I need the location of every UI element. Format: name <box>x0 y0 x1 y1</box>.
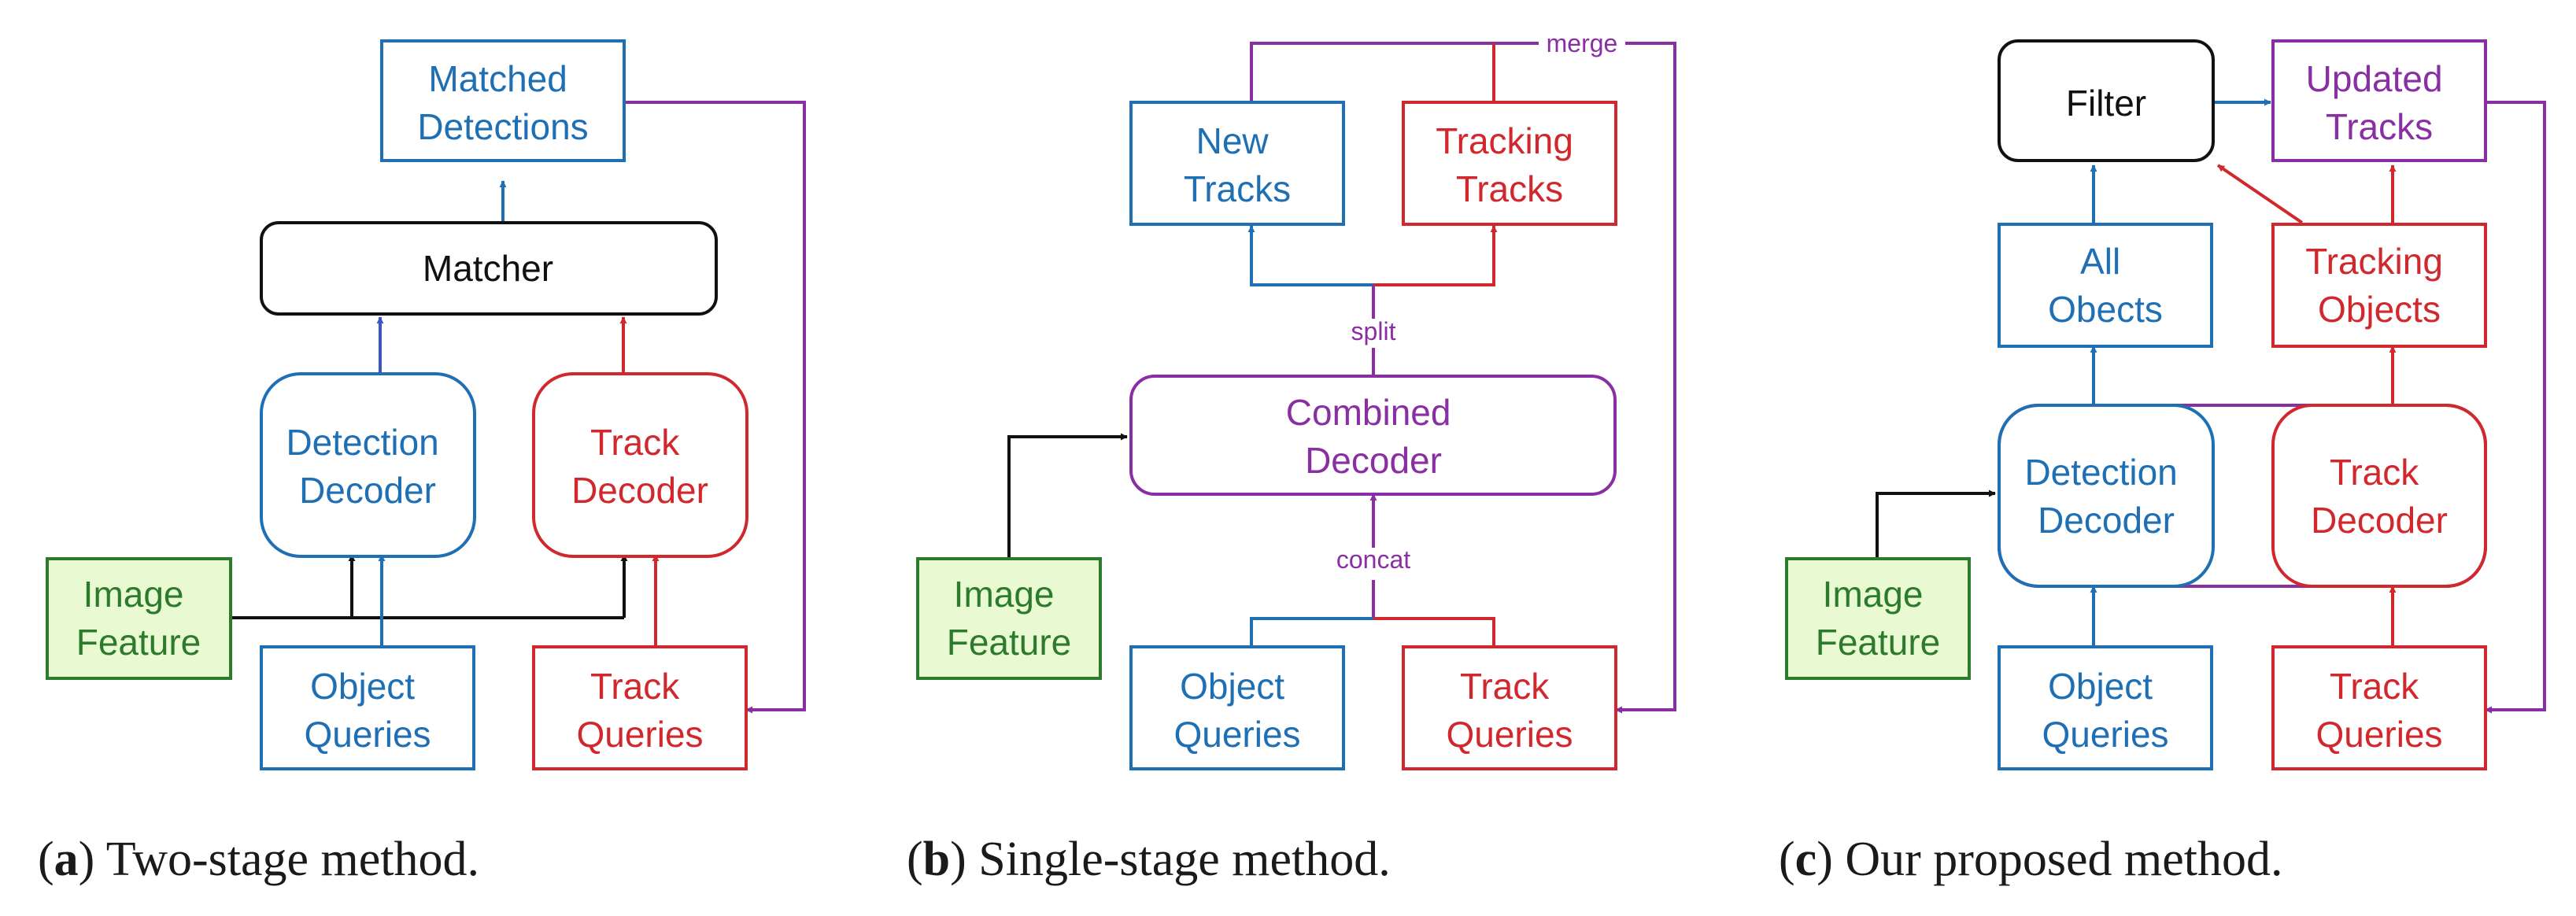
matched-detections-label: Matched Detections <box>417 58 588 147</box>
caption-a: (a) Two-stage method. <box>38 833 479 886</box>
matched-detections-box <box>380 39 626 162</box>
updated-tracks-label: Updated Tracks <box>2306 58 2453 147</box>
image-feature-label-b: Image Feature <box>947 574 1072 663</box>
matcher-box <box>260 221 718 316</box>
feedback-loop-c <box>2485 101 2546 714</box>
tracking-tracks-box <box>1402 101 1617 226</box>
all-objects-box <box>1998 223 2213 348</box>
split-label: split <box>1351 317 1396 345</box>
track-decoder-box-c <box>2271 404 2487 588</box>
merge-label-bg <box>1539 28 1625 58</box>
track-queries-box-c <box>2271 645 2487 770</box>
object-queries-label-b: Object Queries <box>1173 666 1300 755</box>
caption-b: (b) Single-stage method. <box>907 833 1391 886</box>
caption-c-text: Our proposed method. <box>1833 833 2283 886</box>
caption-a-letter: a <box>54 833 79 886</box>
tracking-objects-box <box>2271 223 2487 348</box>
all-objects-label: All Obects <box>2048 241 2163 330</box>
image-feature-box-b <box>916 557 1102 680</box>
concat-label: concat <box>1336 545 1410 574</box>
detection-decoder-box <box>260 372 476 558</box>
object-queries-box <box>260 645 475 770</box>
arrow-image-to-det-decoder-c <box>1876 489 1996 559</box>
new-tracks-box <box>1129 101 1345 226</box>
panel-c: Filter Updated Tracks All Obects Trackin… <box>1785 39 2546 770</box>
arrow-image-to-combined <box>1007 433 1128 559</box>
detection-decoder-label: Detection Decoder <box>286 422 449 511</box>
panel-b: merge split concat New Tracks Tracking T… <box>916 28 1676 770</box>
object-queries-label: Object Queries <box>304 666 431 755</box>
caption-c: (c) Our proposed method. <box>1779 833 2283 886</box>
image-feature-box <box>46 557 232 680</box>
caption-b-letter: b <box>923 833 950 886</box>
tracking-objects-label: Tracking Objects <box>2305 241 2452 330</box>
image-feature-label: Image Feature <box>76 574 201 663</box>
caption-a-text: Two-stage method. <box>94 833 479 886</box>
split-to-new <box>1247 225 1373 286</box>
combined-decoder-label: Combined Decoder <box>1286 392 1461 481</box>
track-queries-label-c: Track Queries <box>2315 666 2442 755</box>
concat-from-track <box>1373 617 1495 647</box>
matcher-label: Matcher <box>423 248 553 289</box>
image-feature-box-c <box>1785 557 1971 680</box>
filter-label: Filter <box>2066 83 2146 124</box>
image-feature-label-c: Image Feature <box>1816 574 1941 663</box>
object-queries-box-b <box>1129 645 1345 770</box>
tracking-tracks-label: Tracking Tracks <box>1436 120 1583 209</box>
new-tracks-label: New Tracks <box>1184 120 1291 209</box>
feedback-loop-a <box>624 101 806 714</box>
object-queries-box-c <box>1998 645 2213 770</box>
panel-a: Matched Detections Matcher Detection Dec… <box>46 39 806 770</box>
object-queries-label-c: Object Queries <box>2042 666 2168 755</box>
combined-decoder-box <box>1129 375 1617 496</box>
decoder-group-outline <box>1998 404 2487 588</box>
merge-line <box>1250 42 1676 714</box>
filter-box <box>1998 39 2215 162</box>
track-queries-box <box>532 645 748 770</box>
arrow-tracking-objects-to-filter <box>2216 164 2304 224</box>
track-queries-label: Track Queries <box>576 666 703 755</box>
track-decoder-box <box>532 372 748 558</box>
track-queries-box-b <box>1402 645 1617 770</box>
track-decoder-label-c: Track Decoder <box>2311 452 2448 541</box>
detection-decoder-label-c: Detection Decoder <box>2024 452 2187 541</box>
caption-c-letter: c <box>1795 833 1817 886</box>
track-queries-label-b: Track Queries <box>1446 666 1573 755</box>
detection-decoder-box-c <box>1998 404 2215 588</box>
split-to-tracking <box>1373 225 1498 286</box>
concat-from-object <box>1250 617 1373 647</box>
updated-tracks-box <box>2271 39 2487 162</box>
track-decoder-label: Track Decoder <box>571 422 708 511</box>
caption-b-text: Single-stage method. <box>966 833 1391 886</box>
merge-label: merge <box>1547 29 1618 57</box>
